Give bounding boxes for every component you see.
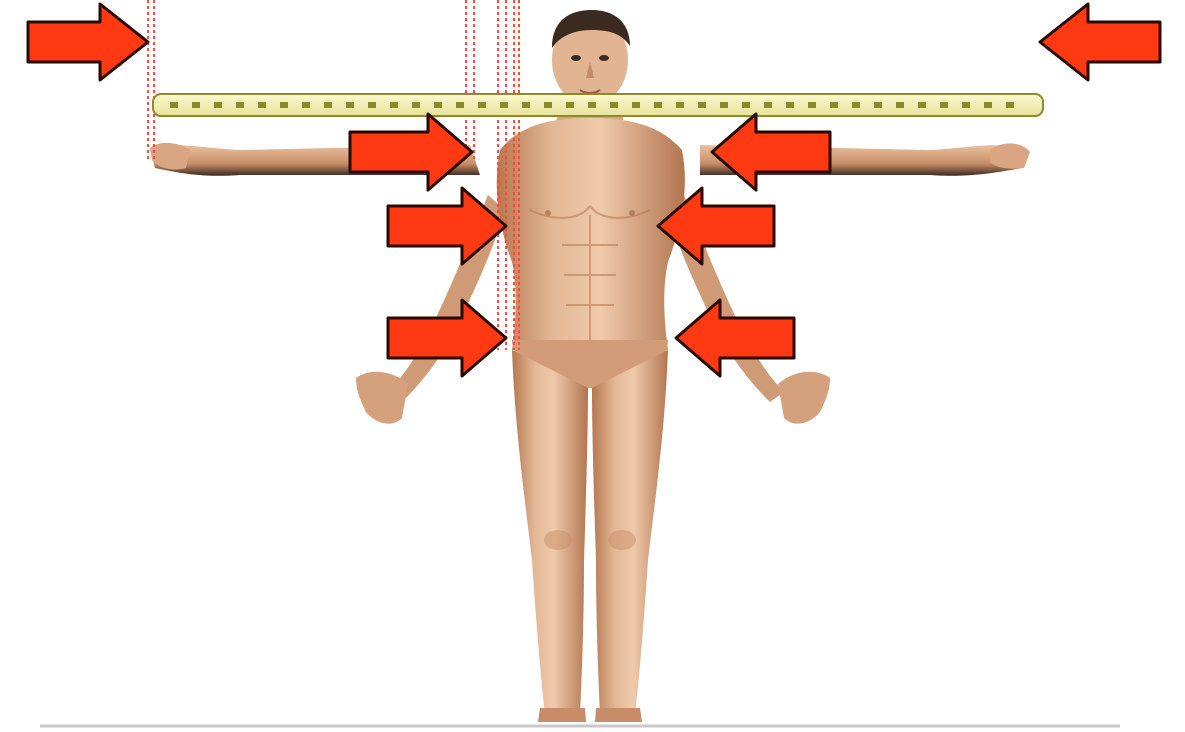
measuring-ruler [153, 94, 1043, 116]
